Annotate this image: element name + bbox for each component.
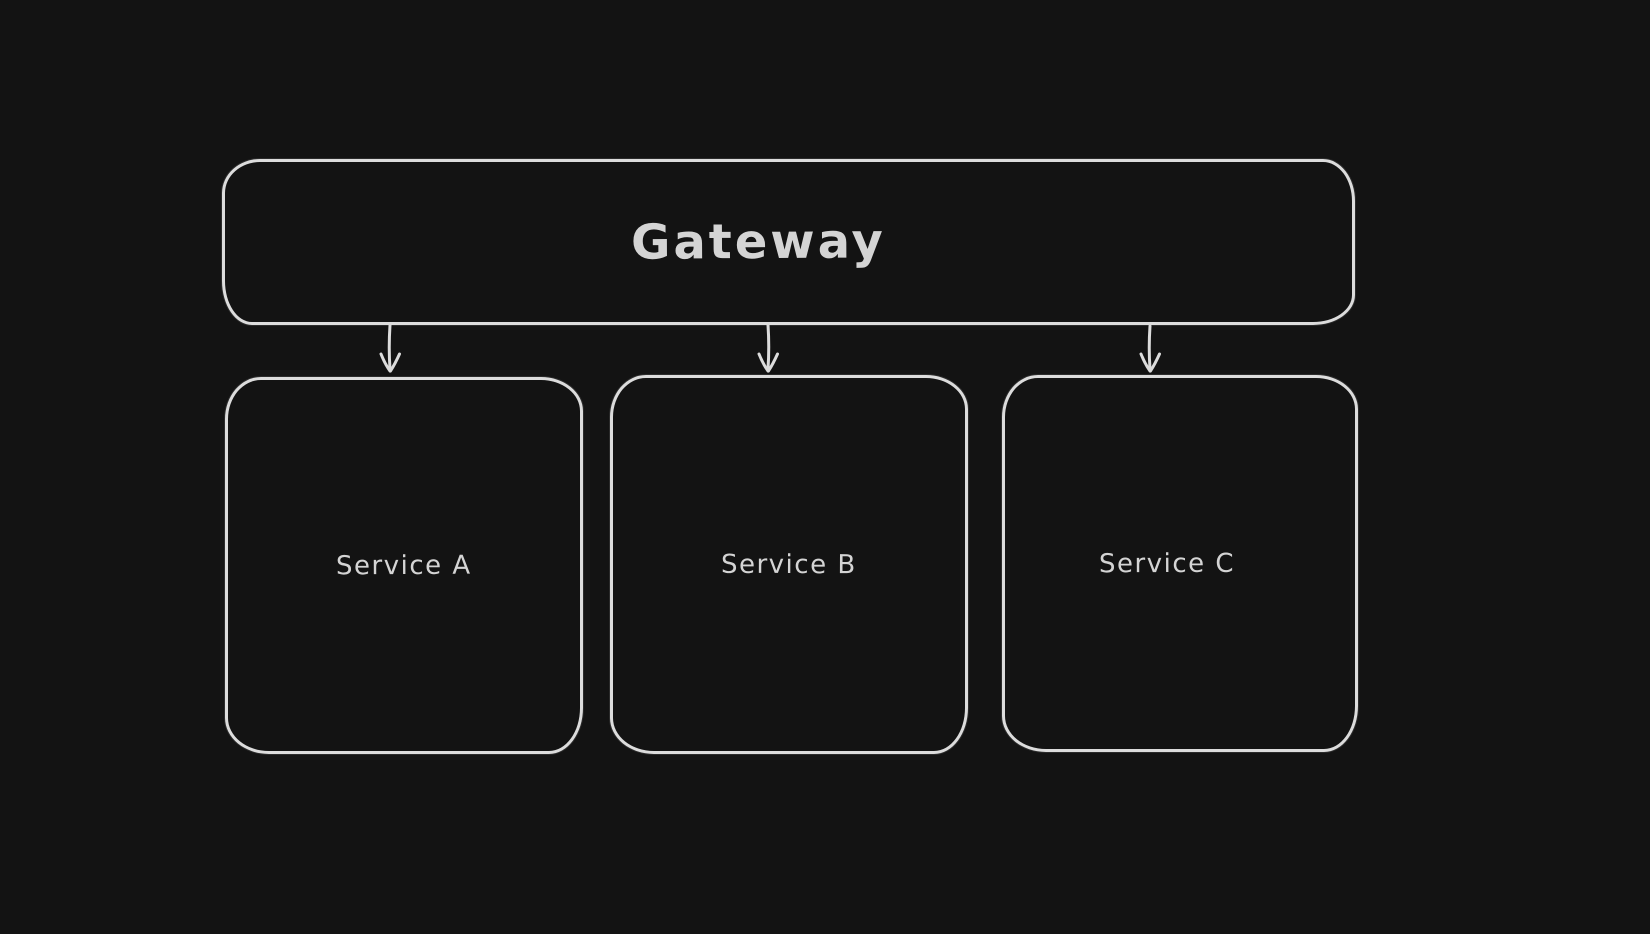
node-service-a-label: Service A bbox=[336, 550, 472, 581]
node-service-c: Service C bbox=[1002, 375, 1358, 752]
node-gateway-label: Gateway bbox=[630, 213, 887, 271]
arrow-gateway-to-service-c bbox=[1139, 324, 1161, 373]
arrow-gateway-to-service-a bbox=[379, 323, 401, 373]
node-service-c-label: Service C bbox=[1098, 548, 1236, 579]
node-service-b: Service B bbox=[610, 375, 968, 754]
node-gateway: Gateway bbox=[222, 159, 1355, 325]
node-service-b-label: Service B bbox=[721, 549, 857, 580]
node-service-a: Service A bbox=[225, 377, 583, 754]
arrow-gateway-to-service-b bbox=[757, 323, 779, 373]
